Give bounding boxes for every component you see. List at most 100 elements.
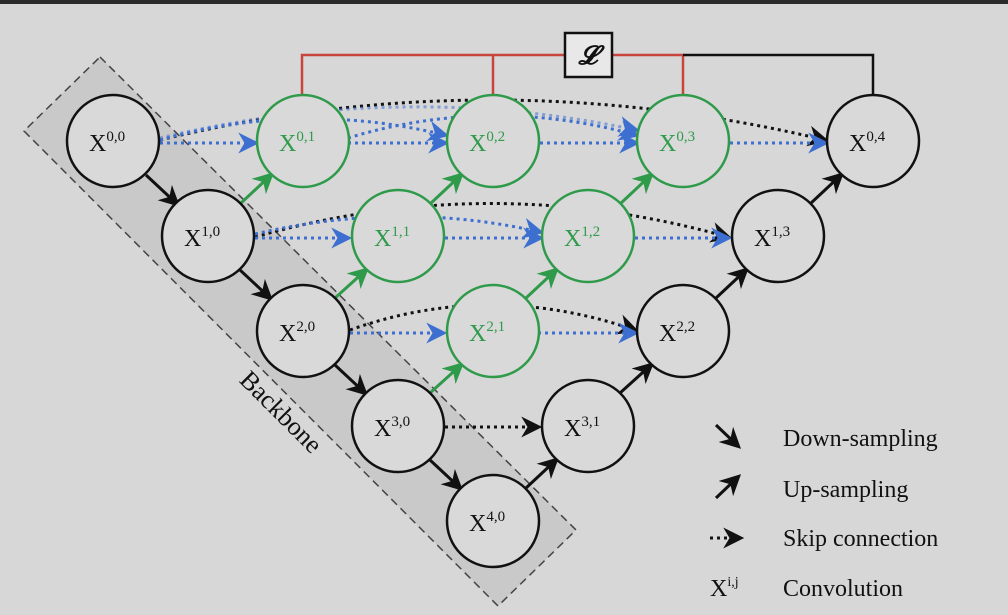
legend-down-sampling-label: Down-sampling	[783, 426, 938, 452]
node-label-base: X	[564, 226, 581, 252]
node-label-base: X	[659, 321, 676, 347]
legend-skip-connection: Skip connection	[710, 526, 938, 552]
node-circle	[445, 283, 541, 379]
node-label-sup: 0,4	[866, 129, 885, 145]
skip-dense-blue	[159, 105, 830, 344]
node-label: X2,2	[659, 319, 695, 347]
node-label: X2,1	[469, 319, 505, 347]
loss-supervision: 𝓛	[300, 31, 875, 94]
node-circle	[65, 93, 161, 189]
node-x-1-0: X1,0	[160, 188, 256, 284]
up-1-2-to-0-3	[618, 172, 655, 206]
node-label-base: X	[754, 226, 771, 252]
loss-box	[563, 31, 614, 79]
legend: Down-sampling Up-sampling Skip connectio…	[710, 423, 938, 602]
legend-up-sampling-label: Up-sampling	[783, 477, 908, 503]
node-x-2-2: X2,2	[635, 283, 731, 379]
skip-arcs-black	[159, 98, 830, 438]
node-label-sup: 4,0	[486, 509, 505, 525]
node-label-base: X	[469, 131, 486, 157]
node-label-base: X	[89, 131, 106, 157]
node-label-sup: 2,0	[296, 319, 315, 335]
node-label-base: X	[564, 416, 581, 442]
node-label-base: X	[279, 321, 296, 347]
node-circle	[350, 378, 446, 474]
legend-down-sampling: Down-sampling	[714, 423, 938, 452]
node-circle	[825, 93, 921, 189]
node-label-base: X	[279, 131, 296, 157]
up-2-2-to-1-3	[714, 267, 750, 300]
node-circle	[255, 93, 351, 189]
node-label-sup: 0,2	[486, 129, 505, 145]
node-label: X1,1	[374, 224, 410, 252]
node-label: X1,3	[754, 224, 790, 252]
legend-convolution: Xi,j Convolution	[710, 575, 903, 602]
node-label-base: X	[659, 131, 676, 157]
node-label: X2,0	[279, 319, 315, 347]
node-label: X1,2	[564, 224, 600, 252]
down-arrow-icon	[714, 423, 742, 449]
down-3-0-to-4-0	[428, 458, 464, 491]
node-label: X0,4	[849, 129, 886, 157]
node-circle	[540, 378, 636, 474]
node-x-0-4: X0,4	[825, 93, 921, 189]
node-label-sup: 3,1	[581, 414, 600, 430]
loss-red-bracket	[300, 53, 565, 94]
node-x-2-0: X2,0	[255, 283, 351, 379]
up-arrow-icon	[714, 474, 742, 500]
node-x-0-2: X0,2	[445, 93, 541, 189]
up-3-1-to-2-2	[618, 362, 655, 395]
down-1-0-to-2-0	[238, 268, 274, 301]
up-1-1-to-0-2	[428, 172, 465, 206]
legend-convolution-label: Convolution	[783, 576, 903, 602]
node-label-sup: 2,1	[486, 319, 505, 335]
node-circle	[445, 473, 541, 569]
node-label-sup: 1,1	[391, 224, 410, 240]
up-4-0-to-3-1	[524, 457, 560, 490]
node-x-4-0: X4,0	[445, 473, 541, 569]
skip-arc-1-0-to-1-3	[254, 202, 733, 243]
legend-up-sampling: Up-sampling	[714, 474, 908, 503]
node-x-0-1: X0,1	[255, 93, 351, 189]
node-label-base: X	[374, 416, 391, 442]
node-label-sup: 2,2	[676, 319, 695, 335]
node-label-sup: 0,0	[106, 129, 125, 145]
node-x-1-2: X1,2	[540, 188, 636, 284]
convolution-symbol-base: X	[710, 576, 727, 602]
convolution-symbol-sup: i,j	[727, 575, 738, 590]
down-2-0-to-3-0	[333, 363, 369, 396]
down-0-0-to-1-0	[144, 173, 181, 207]
up-sampling-arrows	[238, 172, 845, 490]
node-label: X0,3	[659, 129, 695, 157]
node-circle	[635, 93, 731, 189]
up-1-3-to-0-4	[808, 172, 845, 206]
node-layer: X0,0X1,0X2,0X3,0X4,0X0,1X1,1X2,1X3,1X0,2…	[65, 93, 921, 569]
down-sampling-arrows	[144, 173, 464, 491]
node-label: X3,1	[564, 414, 600, 442]
node-label-base: X	[469, 511, 486, 537]
node-label-base: X	[184, 226, 201, 252]
node-label: X4,0	[469, 509, 505, 537]
up-1-0-to-0-1	[238, 172, 275, 206]
node-x-0-0: X0,0	[65, 93, 161, 189]
legend-skip-connection-label: Skip connection	[783, 526, 938, 552]
node-label-sup: 1,3	[771, 224, 790, 240]
node-label-sup: 0,3	[676, 129, 695, 145]
up-3-0-to-2-1	[428, 362, 465, 395]
node-x-1-3: X1,3	[730, 188, 826, 284]
node-x-1-1: X1,1	[350, 188, 446, 284]
skip-arc-0-0-to-0-4	[159, 98, 830, 147]
node-x-3-1: X3,1	[540, 378, 636, 474]
node-label-sup: 1,2	[581, 224, 600, 240]
node-circle	[160, 188, 256, 284]
convolution-symbol: Xi,j	[710, 575, 739, 602]
loss-black-line-0-4	[683, 53, 875, 94]
node-circle	[350, 188, 446, 284]
node-label-sup: 1,0	[201, 224, 220, 240]
node-label: X3,0	[374, 414, 410, 442]
up-2-1-to-1-2	[524, 267, 560, 300]
node-circle	[255, 283, 351, 379]
node-label-base: X	[849, 131, 866, 157]
node-label-base: X	[469, 321, 486, 347]
